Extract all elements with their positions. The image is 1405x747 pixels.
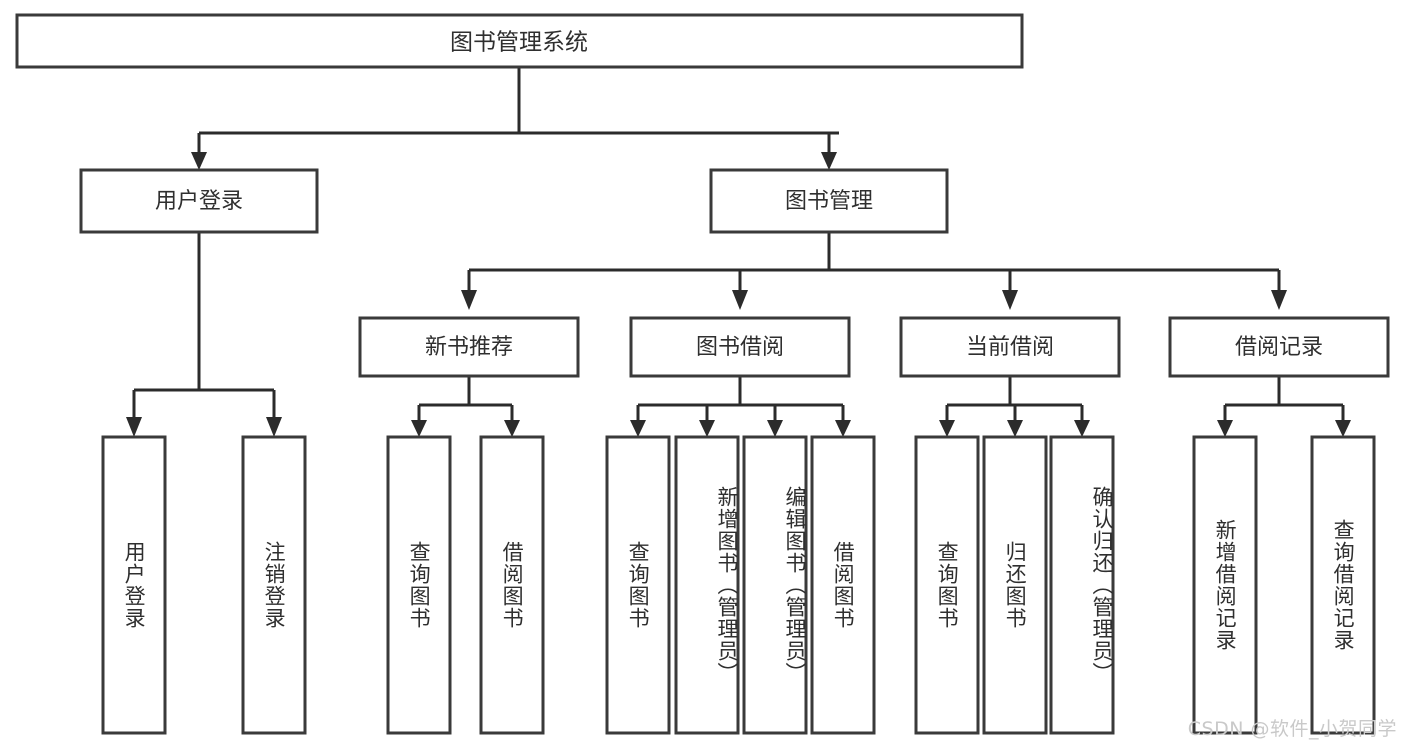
leaf-box-borrow-record-0[interactable] [1192, 435, 1258, 735]
leaf-box-book-borrow-3[interactable] [810, 435, 876, 735]
leaf-box-book-borrow-1[interactable] [674, 435, 740, 735]
node-root-label: 图书管理系统 [450, 30, 588, 56]
arrowhead-current-borrow [1002, 290, 1018, 310]
leaf-box-current-borrow-2[interactable] [1049, 435, 1115, 735]
arrowhead-borrowrecord-leaf1 [1217, 420, 1233, 437]
leaf-box-user-login-1[interactable] [241, 435, 307, 735]
edges-userlogin-to-leaves [126, 232, 282, 437]
arrowhead-book-borrow [732, 290, 748, 310]
arrowhead-currentborrow-leaf1 [939, 420, 955, 437]
edges-root-to-level2 [191, 67, 839, 170]
csdn-watermark: CSDN @软件_小贺同学 [1187, 718, 1397, 740]
leaf-box-book-borrow-2[interactable] [742, 435, 808, 735]
arrowhead-bookborrow-leaf4 [835, 420, 851, 437]
node-borrow-record-box[interactable] [1168, 316, 1390, 378]
leaf-box-user-login-0[interactable] [101, 435, 167, 735]
node-user-login-label: 用户登录 [155, 189, 243, 214]
arrowhead-new-book [461, 290, 477, 310]
node-new-book-label: 新书推荐 [425, 335, 513, 360]
node-new-book-box[interactable] [358, 316, 580, 378]
node-book-borrow-box[interactable] [629, 316, 851, 378]
leaf-box-current-borrow-0[interactable] [914, 435, 980, 735]
arrowhead-userlogin-leaf1 [126, 417, 142, 437]
arrowhead-userlogin-leaf2 [266, 417, 282, 437]
leaf-box-book-borrow-0[interactable] [605, 435, 671, 735]
arrowhead-bookborrow-leaf2 [699, 420, 715, 437]
arrowhead-newbook-leaf2 [504, 420, 520, 437]
edges-currentborrow-to-leaves [939, 377, 1090, 437]
node-book-manage-box[interactable] [709, 168, 949, 234]
leaf-box-borrow-record-1[interactable] [1310, 435, 1376, 735]
arrowhead-bookborrow-leaf3 [767, 420, 783, 437]
arrowhead-newbook-leaf1 [411, 420, 427, 437]
node-current-borrow-box[interactable] [899, 316, 1121, 378]
node-root-box[interactable] [15, 13, 1024, 69]
arrowhead-bookborrow-leaf1 [630, 420, 646, 437]
leaf-box-current-borrow-1[interactable] [982, 435, 1048, 735]
node-borrow-record-label: 借阅记录 [1235, 335, 1323, 360]
node-user-login-box[interactable] [79, 168, 319, 234]
arrowhead-currentborrow-leaf2 [1007, 420, 1023, 437]
leaf-box-new-book-0[interactable] [386, 435, 452, 735]
node-book-manage-label: 图书管理 [785, 189, 873, 214]
node-current-borrow-label: 当前借阅 [966, 335, 1054, 360]
edges-newbook-to-leaves [411, 377, 520, 437]
node-book-borrow-label: 图书借阅 [696, 335, 784, 360]
leaf-box-new-book-1[interactable] [479, 435, 545, 735]
edges-bookborrow-to-leaves [630, 377, 851, 437]
arrowhead-borrowrecord-leaf2 [1335, 420, 1351, 437]
edges-bookmanage-to-level3 [461, 232, 1287, 310]
arrowhead-currentborrow-leaf3 [1074, 420, 1090, 437]
arrowhead-book-manage [821, 152, 837, 170]
arrowhead-user-login [191, 152, 207, 170]
edges-borrowrecord-to-leaves [1217, 377, 1351, 437]
arrowhead-borrow-record [1271, 290, 1287, 310]
